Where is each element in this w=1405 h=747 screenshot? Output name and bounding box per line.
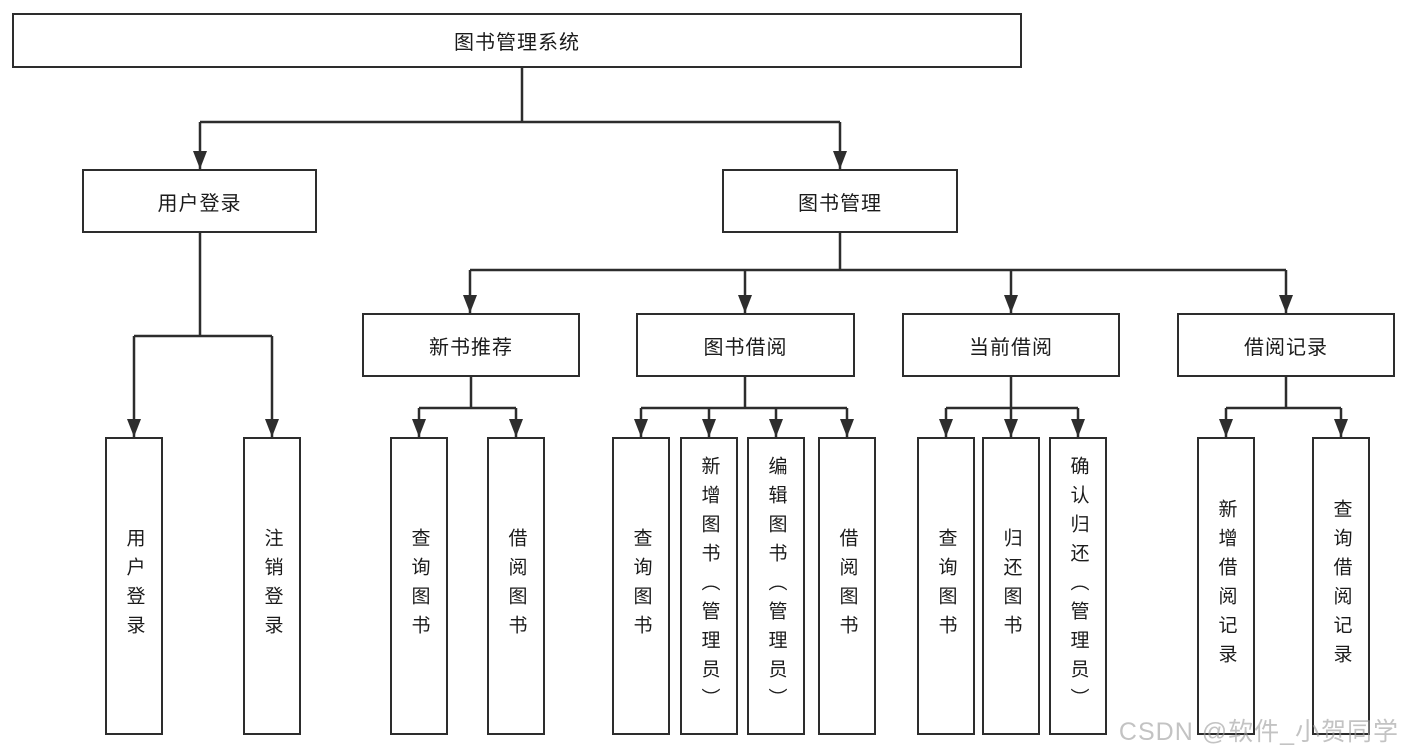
node-book-management: 图书管理 (722, 169, 958, 233)
node-current-borrowing: 当前借阅 (902, 313, 1120, 377)
leaf-cb-query-book: 查询图书 (917, 437, 975, 735)
leaf-br-add-record: 新增借阅记录 (1197, 437, 1255, 735)
leaf-bb-query-book: 查询图书 (612, 437, 670, 735)
leaf-cb-confirm-return-admin-label: 确认归还（管理员） (1067, 455, 1089, 717)
node-user-login-label: 用户登录 (157, 192, 242, 215)
leaf-user-login-label: 用户登录 (123, 528, 145, 644)
node-user-login: 用户登录 (82, 169, 317, 233)
node-root-label: 图书管理系统 (454, 32, 580, 54)
node-current-borrowing-label: 当前借阅 (969, 336, 1053, 359)
node-book-borrowing-label: 图书借阅 (703, 336, 788, 359)
leaf-cb-return-book: 归还图书 (982, 437, 1040, 735)
leaf-nbr-query-book: 查询图书 (390, 437, 448, 735)
leaf-br-query-record: 查询借阅记录 (1312, 437, 1370, 735)
leaf-nbr-query-book-label: 查询图书 (408, 528, 430, 644)
node-borrow-records-label: 借阅记录 (1244, 336, 1328, 359)
leaf-cb-confirm-return-admin: 确认归还（管理员） (1049, 437, 1107, 735)
node-root: 图书管理系统 (12, 13, 1022, 68)
leaf-cb-return-book-label: 归还图书 (1000, 528, 1022, 644)
leaf-logout-label: 注销登录 (261, 528, 283, 644)
node-new-book-recommend: 新书推荐 (362, 313, 580, 377)
leaf-cb-query-book-label: 查询图书 (935, 528, 957, 644)
leaf-user-login: 用户登录 (105, 437, 163, 735)
leaf-bb-add-book-admin: 新增图书（管理员） (680, 437, 738, 735)
node-book-management-label: 图书管理 (798, 192, 882, 215)
leaf-bb-edit-book-admin: 编辑图书（管理员） (747, 437, 805, 735)
leaf-br-add-record-label: 新增借阅记录 (1215, 499, 1237, 673)
leaf-bb-add-book-admin-label: 新增图书（管理员） (698, 455, 720, 717)
node-new-book-recommend-label: 新书推荐 (429, 336, 513, 359)
leaf-bb-borrow-book: 借阅图书 (818, 437, 876, 735)
node-borrow-records: 借阅记录 (1177, 313, 1395, 377)
node-book-borrowing: 图书借阅 (636, 313, 855, 377)
leaf-logout: 注销登录 (243, 437, 301, 735)
leaf-bb-edit-book-admin-label: 编辑图书（管理员） (765, 455, 787, 717)
leaf-nbr-borrow-book-label: 借阅图书 (505, 528, 527, 644)
leaf-br-query-record-label: 查询借阅记录 (1330, 499, 1352, 673)
leaf-bb-query-book-label: 查询图书 (630, 528, 652, 644)
leaf-bb-borrow-book-label: 借阅图书 (836, 528, 858, 644)
leaf-nbr-borrow-book: 借阅图书 (487, 437, 545, 735)
